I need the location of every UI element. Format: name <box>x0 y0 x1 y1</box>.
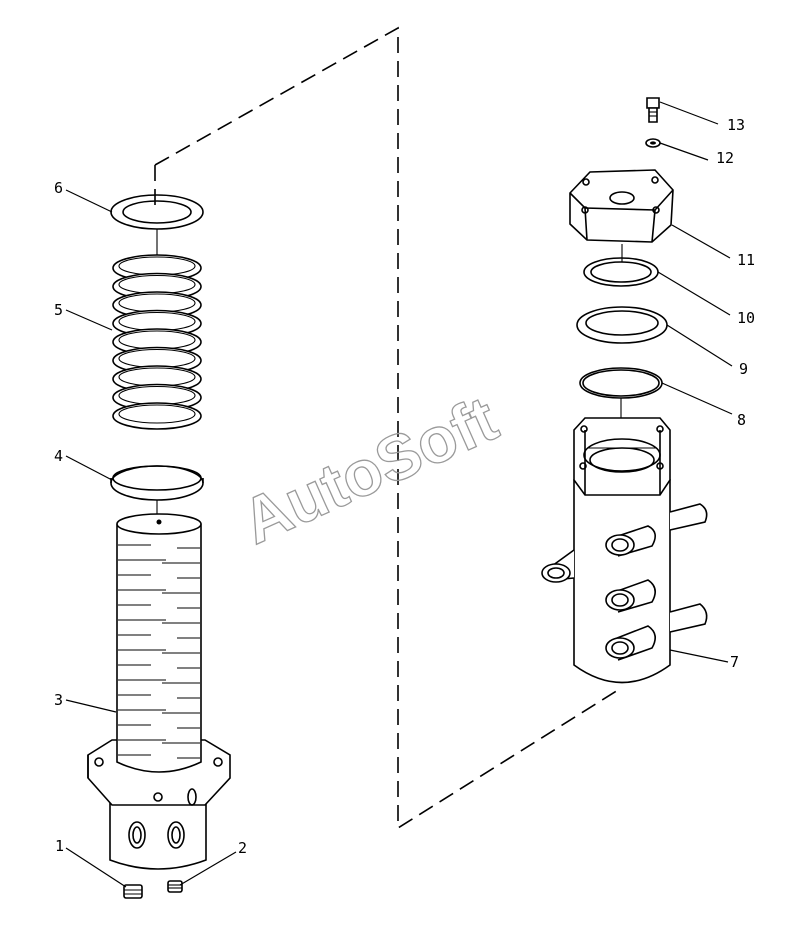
callout-2: 2 <box>238 839 247 857</box>
part-7-body <box>541 417 708 684</box>
part-4-seal <box>110 465 204 501</box>
part-3-shaft <box>87 513 231 870</box>
callout-7: 7 <box>730 653 739 671</box>
part-2-plug <box>167 880 183 893</box>
part-8-o-ring <box>579 367 663 399</box>
part-10-ring <box>583 257 659 287</box>
callout-5: 5 <box>54 301 63 319</box>
callout-9: 9 <box>739 360 748 378</box>
callout-4: 4 <box>54 447 63 465</box>
part-6-ring <box>110 194 204 230</box>
leader-lines <box>65 101 733 888</box>
callout-6: 6 <box>54 179 63 197</box>
part-13-bolt <box>646 97 660 123</box>
part-9-ring <box>576 306 668 344</box>
part-1-plug <box>123 884 143 899</box>
callout-1: 1 <box>55 837 64 855</box>
part-5-seal-stack <box>112 254 202 430</box>
watermark: AutoSoft <box>231 382 507 558</box>
assembly-centerline <box>154 26 619 830</box>
callout-12: 12 <box>716 149 734 167</box>
callout-10: 10 <box>737 309 755 327</box>
callout-13: 13 <box>727 116 745 134</box>
callout-3: 3 <box>54 691 63 709</box>
part-11-cover <box>569 169 674 243</box>
callout-11: 11 <box>737 251 755 269</box>
callout-8: 8 <box>737 411 746 429</box>
part-12-washer <box>645 138 661 148</box>
